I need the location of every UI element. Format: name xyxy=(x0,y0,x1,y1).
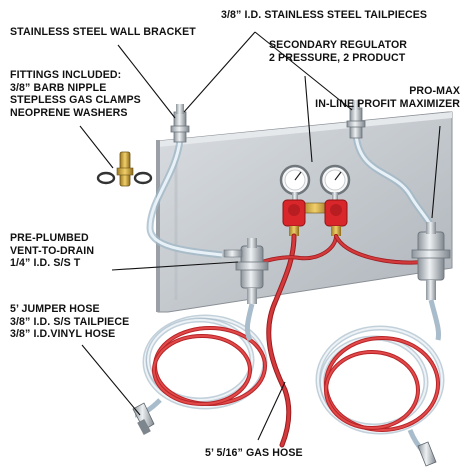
left-tailpiece xyxy=(170,104,190,143)
label-line: NEOPRENE WASHERS xyxy=(10,106,128,119)
right-tailpiece xyxy=(346,100,366,139)
label-line: FITTINGS INCLUDED: xyxy=(10,69,122,81)
label-fittings-included: FITTINGS INCLUDED: 3/8” BARB NIPPLE STEP… xyxy=(10,69,141,119)
label-tailpieces: 3/8” I.D. STAINLESS STEEL TAILPIECES xyxy=(221,9,427,22)
label-line: 3/8” I.D. S/S TAILPIECE xyxy=(10,315,130,328)
left-beer-line xyxy=(146,139,223,259)
label-line: 3/8” I.D.VINYL HOSE xyxy=(10,328,116,341)
label-line: 3/8” I.D. STAINLESS STEEL TAILPIECES xyxy=(221,9,428,21)
leader-lines xyxy=(79,31,441,441)
fittings-included xyxy=(96,151,153,187)
label-secondary-regulator: SECONDARY REGULATOR 2 PRESSURE, 2 PRODUC… xyxy=(269,39,407,64)
label-line: 5’ 5/16” GAS HOSE xyxy=(205,447,303,459)
gas-hose xyxy=(260,233,427,448)
label-gas-hose: 5’ 5/16” GAS HOSE xyxy=(205,447,303,460)
left-hose-tailpiece xyxy=(132,402,155,436)
label-line: VENT-TO-DRAIN xyxy=(10,244,95,257)
label-line: 2 PRESSURE, 2 PRODUCT xyxy=(269,51,406,64)
right-hose-tailpiece xyxy=(417,441,437,467)
label-line: 1/4” I.D. S/S T xyxy=(10,257,81,270)
label-wall-bracket: STAINLESS STEEL WALL BRACKET xyxy=(10,26,196,39)
label-line: STEPLESS GAS CLAMPS xyxy=(10,94,141,107)
secondary-regulator xyxy=(279,164,351,236)
right-promax-assembly xyxy=(411,222,451,300)
label-line: IN-LINE PROFIT MAXIMIZER xyxy=(315,97,460,110)
label-vent-to-drain: PRE-PLUMBED VENT-TO-DRAIN 1/4” I.D. S/S … xyxy=(10,232,94,270)
label-line: PRE-PLUMBED xyxy=(10,232,89,244)
label-line: 3/8” BARB NIPPLE xyxy=(10,81,107,94)
right-jumper-hose-coil xyxy=(315,299,445,454)
right-beer-line xyxy=(352,134,436,231)
label-jumper-hose: 5’ JUMPER HOSE 3/8” I.D. S/S TAILPIECE 3… xyxy=(10,303,129,341)
left-coupler-assembly xyxy=(223,238,269,304)
left-jumper-hose-coil xyxy=(134,303,268,418)
label-line: STAINLESS STEEL WALL BRACKET xyxy=(10,26,196,38)
label-line: 5’ JUMPER HOSE xyxy=(10,303,100,315)
label-line: PRO-MAX xyxy=(409,85,460,97)
label-line: SECONDARY REGULATOR xyxy=(269,39,408,51)
label-pro-max: PRO-MAX IN-LINE PROFIT MAXIMIZER xyxy=(315,85,460,110)
